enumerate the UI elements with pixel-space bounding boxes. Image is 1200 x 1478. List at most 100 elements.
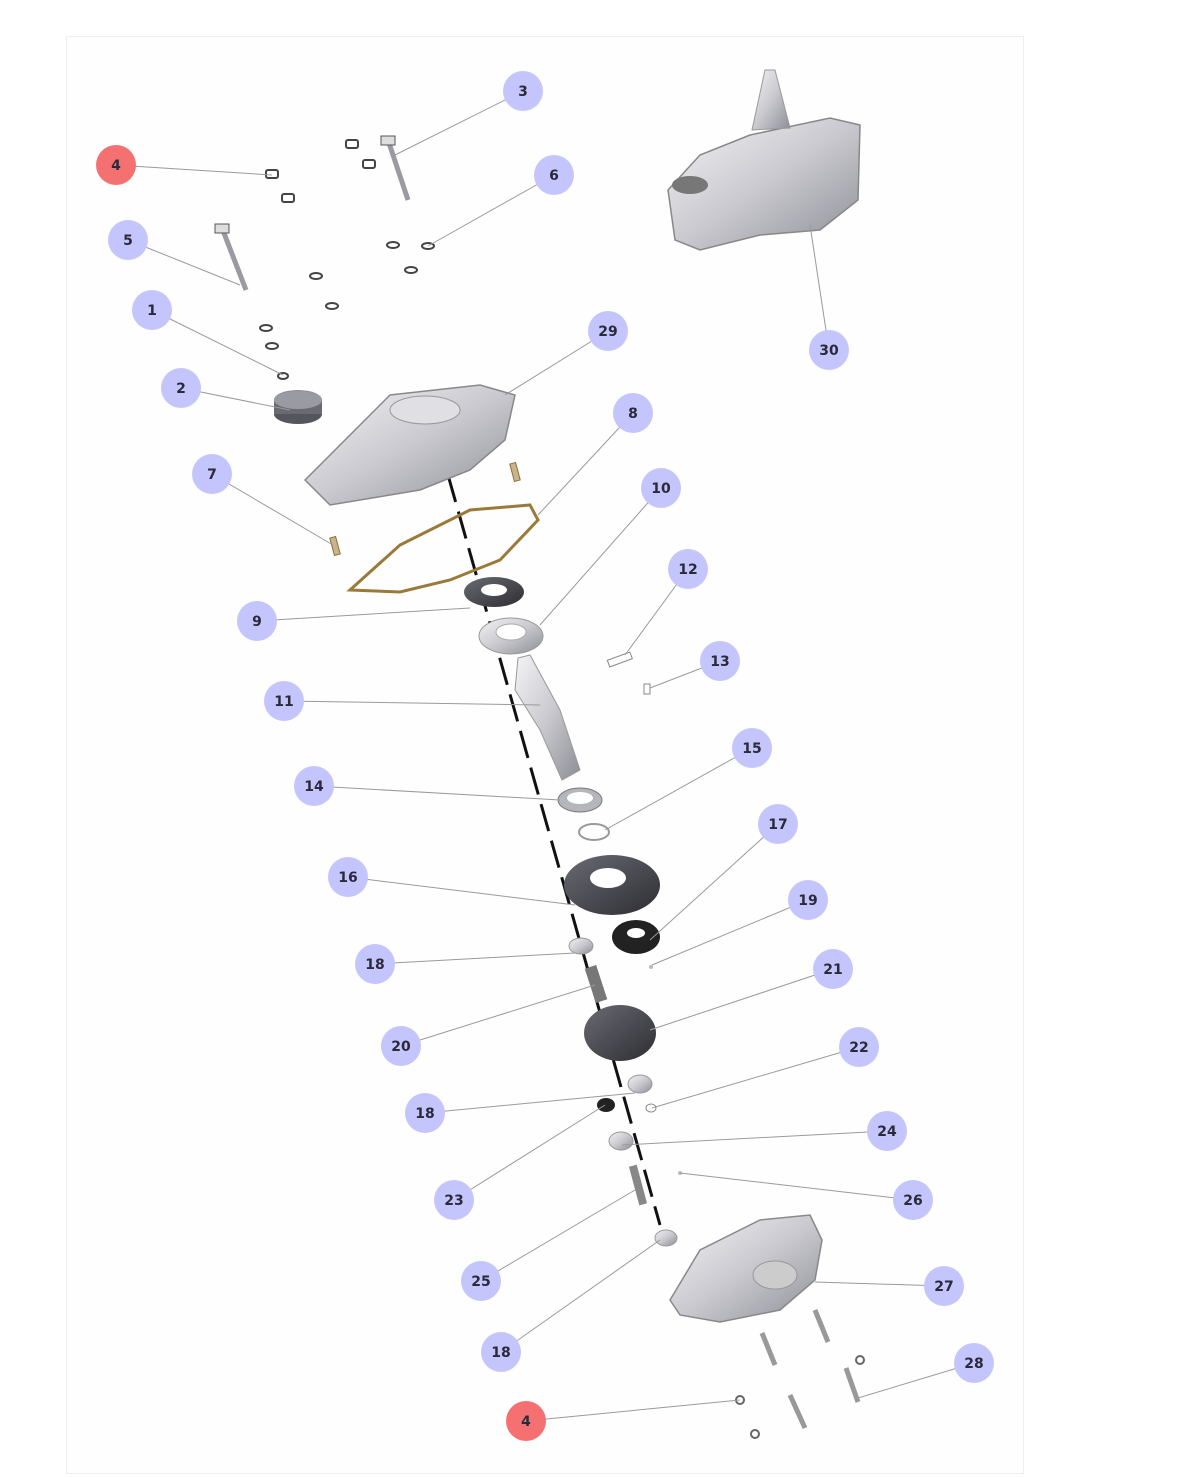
leader-line xyxy=(679,1172,914,1201)
callout-badge[interactable] xyxy=(264,681,304,721)
callout-badge[interactable] xyxy=(108,220,148,260)
callout-18[interactable]: 18 xyxy=(405,1092,636,1133)
callout-badge[interactable] xyxy=(867,1111,907,1151)
bolts-28 xyxy=(759,1309,861,1430)
callout-badge[interactable] xyxy=(132,290,172,330)
diagram-frame xyxy=(66,36,1024,1474)
leader-line xyxy=(651,899,809,966)
leader-line xyxy=(649,823,779,941)
callout-26[interactable]: 26 xyxy=(679,1172,933,1220)
callout-badge[interactable] xyxy=(534,155,574,195)
callout-badge[interactable] xyxy=(924,1266,964,1306)
callout-17[interactable]: 17 xyxy=(649,804,798,941)
callout-badge[interactable] xyxy=(161,368,201,408)
callout-5[interactable]: 5 xyxy=(108,220,241,286)
callout-20[interactable]: 20 xyxy=(381,984,596,1066)
callout-30[interactable]: 30 xyxy=(809,224,849,370)
callout-3[interactable]: 3 xyxy=(394,71,543,156)
callout-badge[interactable] xyxy=(758,804,798,844)
callout-18[interactable]: 18 xyxy=(355,944,576,984)
callout-9[interactable]: 9 xyxy=(237,601,471,641)
callout-label: 30 xyxy=(819,343,839,359)
callout-6[interactable]: 6 xyxy=(427,155,574,247)
callout-21[interactable]: 21 xyxy=(649,949,853,1031)
callout-22[interactable]: 22 xyxy=(651,1027,879,1109)
callout-badge[interactable] xyxy=(355,944,395,984)
callout-11[interactable]: 11 xyxy=(264,681,541,721)
seal-9 xyxy=(464,577,524,607)
callout-8[interactable]: 8 xyxy=(537,393,653,516)
callout-badge[interactable] xyxy=(434,1180,474,1220)
callout-label: 16 xyxy=(338,870,357,886)
callout-label: 26 xyxy=(903,1193,922,1209)
leader-line xyxy=(347,876,576,906)
callout-23[interactable]: 23 xyxy=(434,1104,606,1220)
gear-21 xyxy=(584,1005,656,1061)
callout-badge[interactable] xyxy=(809,330,849,370)
callout-badge[interactable] xyxy=(328,857,368,897)
callout-2[interactable]: 2 xyxy=(161,368,291,411)
pin-19 xyxy=(649,965,653,969)
shaft-11 xyxy=(514,654,581,781)
leader-line xyxy=(256,607,471,622)
shaft-20 xyxy=(584,965,608,1003)
callout-10[interactable]: 10 xyxy=(539,468,681,626)
callout-badge[interactable] xyxy=(294,766,334,806)
circlip-15 xyxy=(578,823,610,841)
callout-badge[interactable] xyxy=(893,1180,933,1220)
leader-line xyxy=(525,1399,741,1422)
callout-18[interactable]: 18 xyxy=(481,1239,661,1372)
callout-badge[interactable] xyxy=(506,1401,546,1441)
callout-badge[interactable] xyxy=(641,468,681,508)
callout-badge[interactable] xyxy=(788,880,828,920)
callout-13[interactable]: 13 xyxy=(649,641,740,689)
callout-badge[interactable] xyxy=(96,145,136,185)
leader-line xyxy=(480,1189,636,1282)
callout-1[interactable]: 1 xyxy=(132,290,284,376)
callout-19[interactable]: 19 xyxy=(651,880,828,966)
callout-badge[interactable] xyxy=(839,1027,879,1067)
callout-27[interactable]: 27 xyxy=(814,1266,964,1306)
callout-4[interactable]: 4 xyxy=(96,145,273,185)
callout-label: 5 xyxy=(123,233,133,249)
leader-line xyxy=(394,90,524,156)
seal-23 xyxy=(597,1098,615,1112)
callout-28[interactable]: 28 xyxy=(857,1343,994,1399)
callout-badge[interactable] xyxy=(732,728,772,768)
callout-badge[interactable] xyxy=(668,549,708,589)
callout-label: 29 xyxy=(598,324,617,340)
cap-2 xyxy=(274,390,322,424)
callout-29[interactable]: 29 xyxy=(504,311,628,396)
callout-label: 13 xyxy=(710,654,729,670)
callout-badge[interactable] xyxy=(700,641,740,681)
callout-4[interactable]: 4 xyxy=(506,1399,741,1441)
callout-badge[interactable] xyxy=(381,1026,421,1066)
callout-badge[interactable] xyxy=(588,311,628,351)
callout-label: 15 xyxy=(742,741,761,757)
callout-badge[interactable] xyxy=(503,71,543,111)
callout-15[interactable]: 15 xyxy=(604,728,772,831)
callout-badge[interactable] xyxy=(405,1093,445,1133)
leader-line xyxy=(621,1130,888,1146)
leader-line xyxy=(539,487,662,626)
callout-badge[interactable] xyxy=(461,1261,501,1301)
callout-12[interactable]: 12 xyxy=(624,549,708,656)
callout-badge[interactable] xyxy=(237,601,277,641)
leader-line xyxy=(651,1046,860,1109)
callout-label: 12 xyxy=(678,562,697,578)
callout-25[interactable]: 25 xyxy=(461,1189,636,1301)
callout-16[interactable]: 16 xyxy=(328,857,576,906)
callout-badge[interactable] xyxy=(813,949,853,989)
gasket-8 xyxy=(346,503,540,594)
bolt-3 xyxy=(380,135,411,201)
callout-badge[interactable] xyxy=(192,454,232,494)
callout-24[interactable]: 24 xyxy=(621,1111,907,1151)
callout-14[interactable]: 14 xyxy=(294,766,561,806)
callout-badge[interactable] xyxy=(481,1332,521,1372)
callout-badge[interactable] xyxy=(613,393,653,433)
callout-7[interactable]: 7 xyxy=(192,454,334,546)
leader-line xyxy=(151,309,284,376)
leader-line xyxy=(115,164,273,176)
callout-badge[interactable] xyxy=(954,1343,994,1383)
callout-label: 28 xyxy=(964,1356,983,1372)
